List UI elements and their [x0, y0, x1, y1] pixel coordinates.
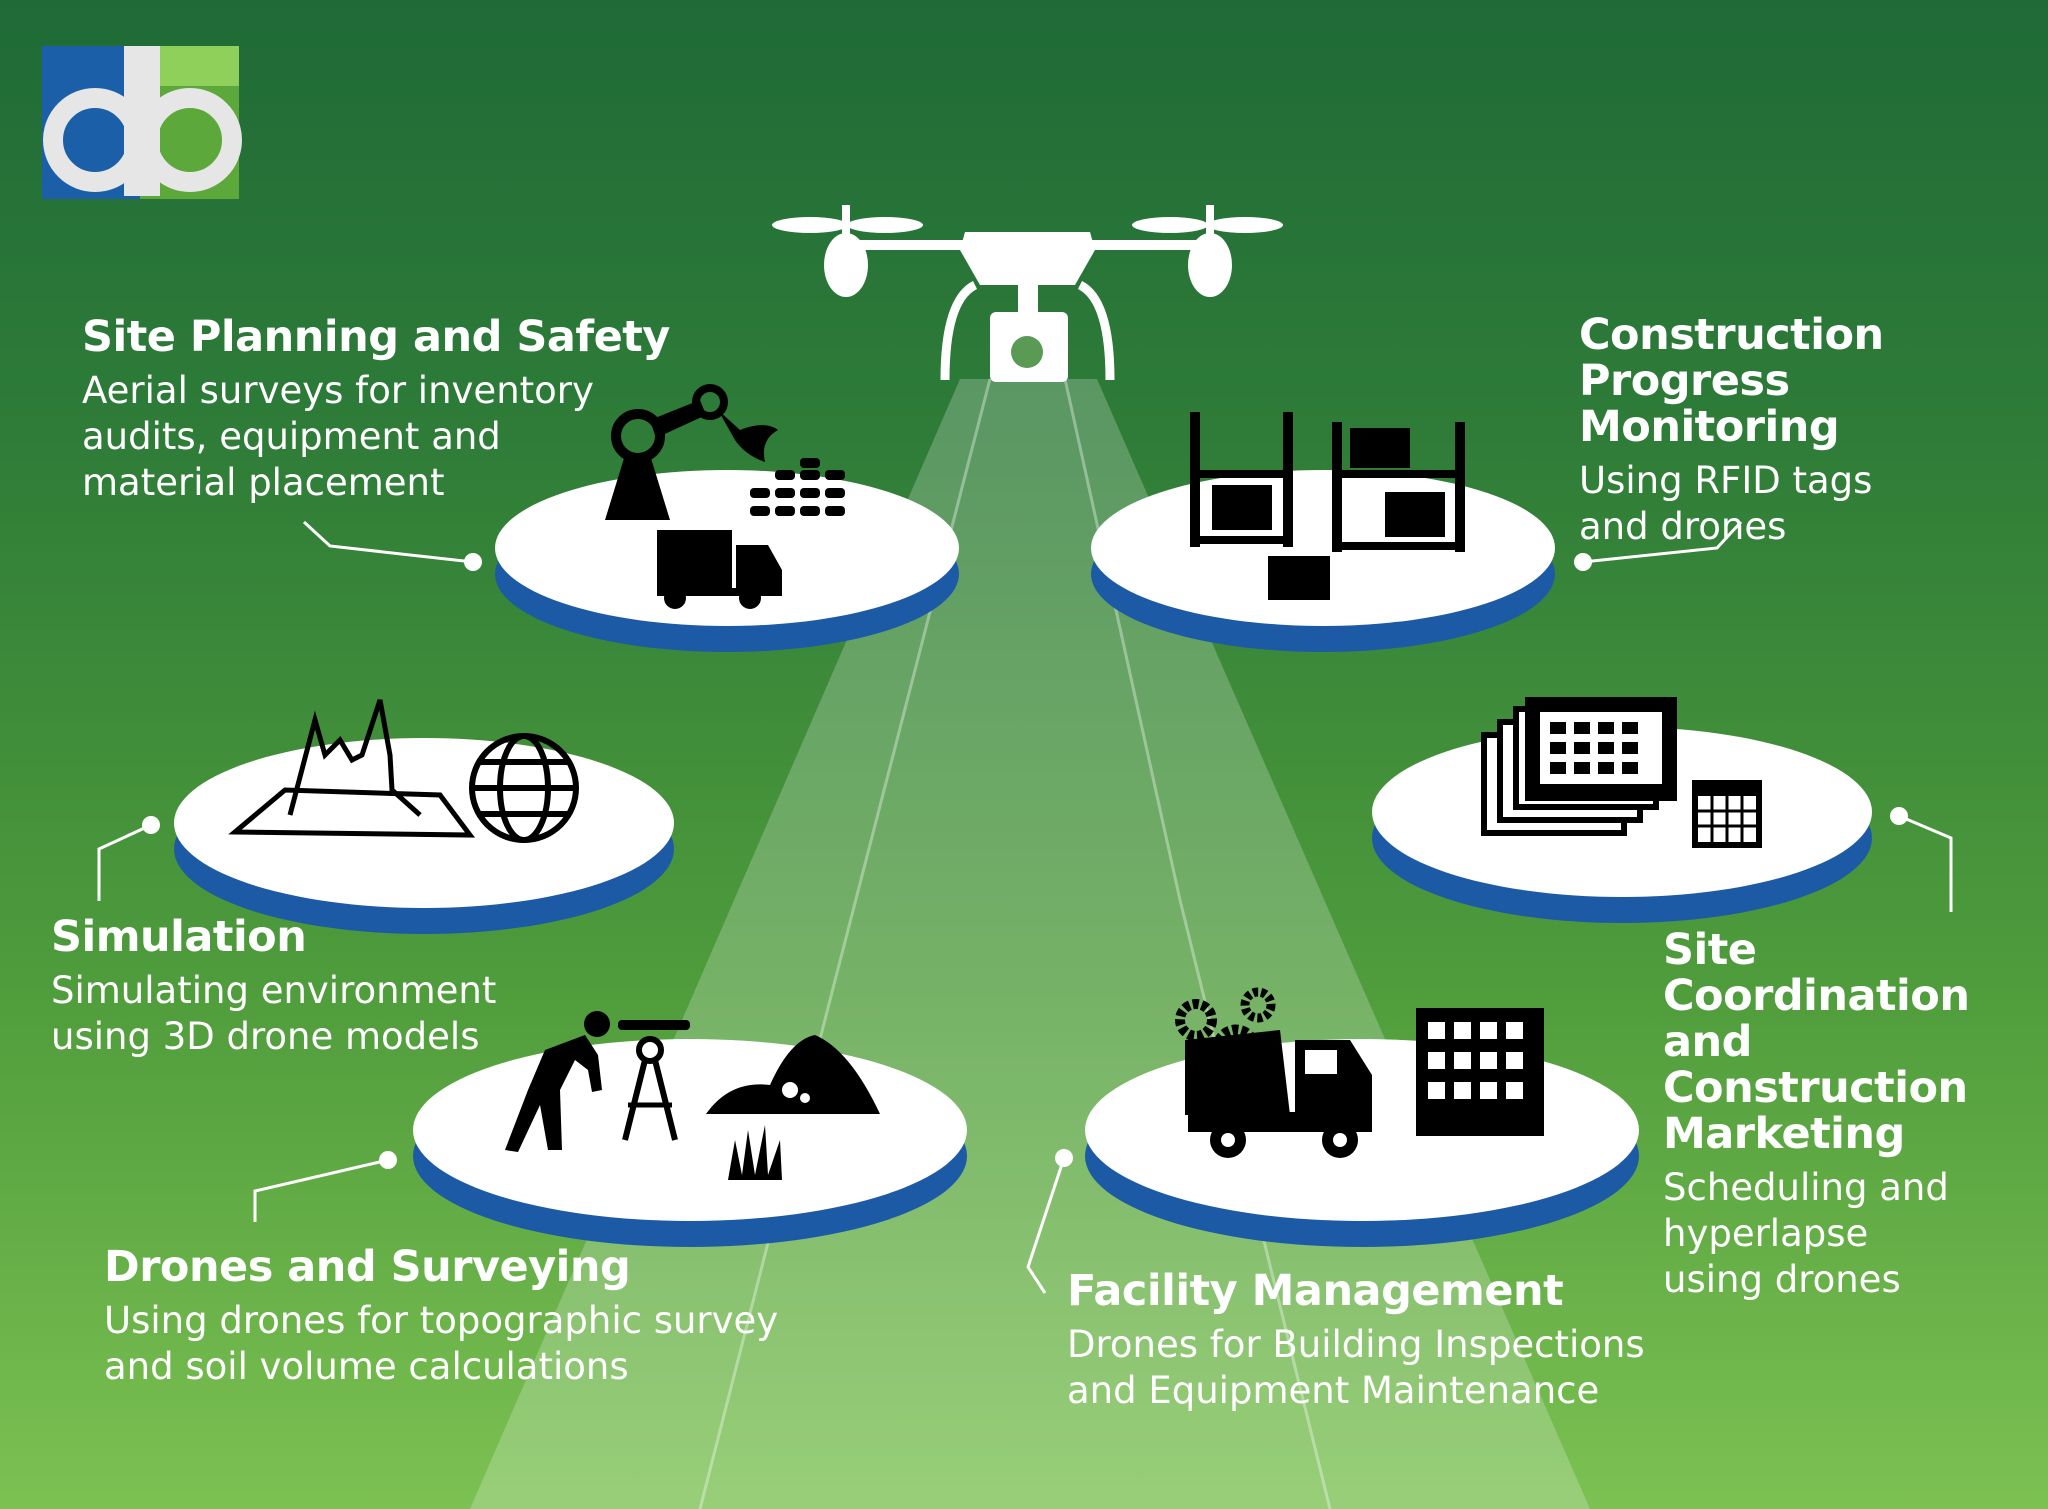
drone-camera-icon	[772, 205, 1283, 382]
desc-line: Scheduling and	[1663, 1166, 1949, 1209]
title-line: Site Coordination	[1663, 925, 1970, 1021]
desc-line: and Equipment Maintenance	[1067, 1369, 1600, 1412]
disc-drones-surveying	[413, 1039, 967, 1247]
globe-icon	[469, 733, 579, 843]
section-title: Facility Management	[1067, 1268, 1645, 1314]
connector-site-planning	[302, 520, 474, 564]
soil-mound-icon	[706, 1035, 880, 1114]
desc-line: Simulating environment	[51, 969, 497, 1012]
section-title: Drones and Surveying	[104, 1244, 778, 1290]
grass-icon	[728, 1125, 782, 1180]
title-line: Marketing	[1663, 1109, 1905, 1159]
desc-line: Drones for Building Inspections	[1067, 1323, 1645, 1366]
section-title: Simulation	[51, 914, 496, 960]
stacked-materials-icon	[750, 458, 845, 516]
desc-line: audits, equipment and	[82, 415, 501, 458]
title-line: Site Planning and Safety	[82, 312, 670, 362]
desc-line: Aerial surveys for inventory	[82, 369, 594, 412]
db-logo	[42, 46, 242, 199]
connector-dots	[142, 553, 1908, 1169]
section-facility-management: Facility Management Drones for Building …	[1067, 1268, 1645, 1414]
desc-line: Using drones for topographic survey	[104, 1299, 779, 1342]
schedule-screens-icon	[1481, 697, 1677, 836]
desc-line: hyperlapse	[1663, 1212, 1869, 1255]
connector-facility-management	[1026, 1157, 1066, 1294]
title-line: and Construction	[1663, 1017, 1968, 1113]
desc-line: material placement	[82, 461, 445, 504]
desc-line: and drones	[1579, 505, 1787, 548]
section-site-planning: Site Planning and Safety Aerial surveys …	[82, 314, 670, 506]
calendar-icon	[1692, 780, 1762, 848]
robot-arm-icon	[605, 384, 778, 520]
section-drones-surveying: Drones and Surveying Using drones for to…	[104, 1244, 778, 1390]
desc-line: Using RFID tags	[1579, 459, 1873, 502]
title-line: Drones and Surveying	[104, 1242, 631, 1292]
truck-icon	[657, 530, 782, 609]
desc-line: and soil volume calculations	[104, 1345, 629, 1388]
surveyor-icon	[505, 1011, 690, 1152]
title-line: Construction	[1579, 310, 1884, 360]
section-title: Site Planning and Safety	[82, 314, 670, 360]
gears-truck-icon	[1175, 987, 1372, 1158]
warehouse-rack-icon	[1190, 412, 1465, 552]
title-line: Facility Management	[1067, 1266, 1564, 1316]
title-line: Progress Monitoring	[1579, 356, 1840, 452]
connector-lines	[97, 520, 1953, 1294]
title-line: Simulation	[51, 912, 307, 962]
3d-terrain-icon	[228, 699, 476, 838]
connector-drones-surveying	[253, 1158, 389, 1222]
desc-line: using drones	[1663, 1258, 1901, 1301]
desc-line: using 3D drone models	[51, 1015, 480, 1058]
building-icon	[1416, 1008, 1544, 1136]
connector-construction-progress	[1582, 520, 1743, 564]
connector-simulation	[97, 823, 152, 901]
connector-site-coordination	[1898, 814, 1953, 912]
box-icon	[1268, 556, 1330, 600]
